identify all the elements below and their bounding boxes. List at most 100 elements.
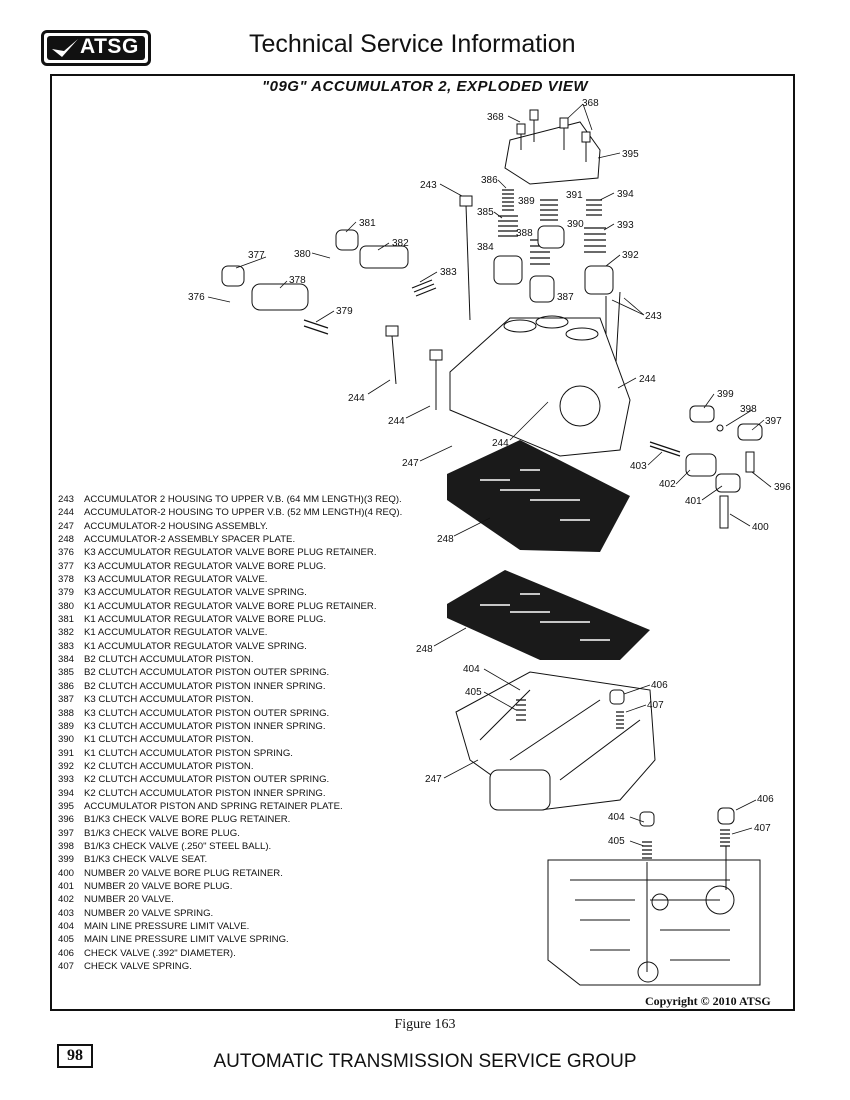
callout-390: 390 — [567, 219, 584, 230]
legend-item-text: K1 ACCUMULATOR REGULATOR VALVE. — [84, 627, 268, 639]
legend-item-number: 402 — [58, 894, 75, 906]
legend-item: 399 B1/K3 CHECK VALVE SEAT. — [58, 853, 402, 866]
legend-item-text: ACCUMULATOR-2 ASSEMBLY SPACER PLATE. — [84, 534, 296, 546]
callout-383: 383 — [440, 267, 457, 278]
legend-item-number: 380 — [58, 600, 75, 612]
callout-399: 399 — [717, 389, 734, 400]
legend-item-text: NUMBER 20 VALVE SPRING. — [84, 907, 214, 919]
callout-244: 244 — [639, 374, 656, 385]
legend-item-number: 392 — [58, 760, 75, 772]
callout-406: 406 — [651, 680, 668, 691]
legend-item-number: 397 — [58, 827, 75, 839]
leader-lines — [207, 103, 772, 847]
legend-item-text: MAIN LINE PRESSURE LIMIT VALVE SPRING. — [84, 934, 289, 946]
legend-item-number: 399 — [58, 854, 75, 866]
callout-377: 377 — [248, 250, 265, 261]
legend-item-number: 401 — [58, 880, 75, 892]
legend-item-number: 407 — [58, 961, 75, 973]
callout-396: 396 — [774, 482, 791, 493]
copyright: Copyright © 2010 ATSG — [645, 994, 771, 1008]
callout-376: 376 — [188, 292, 205, 303]
legend-item-text: K2 CLUTCH ACCUMULATOR PISTON INNER SPRIN… — [84, 787, 326, 799]
logo-check-icon — [52, 39, 78, 57]
legend-item-text: B1/K3 CHECK VALVE SEAT. — [84, 854, 208, 866]
legend-item-text: B2 CLUTCH ACCUMULATOR PISTON INNER SPRIN… — [84, 680, 326, 692]
legend-item-text: ACCUMULATOR-2 HOUSING ASSEMBLY. — [84, 520, 268, 532]
callout-387: 387 — [557, 292, 574, 303]
page-number: 98 — [57, 1044, 93, 1068]
callout-389: 389 — [518, 196, 535, 207]
legend-item-text: B1/K3 CHECK VALVE (.250" STEEL BALL). — [84, 840, 272, 852]
callout-243: 243 — [420, 180, 437, 191]
legend-item-text: ACCUMULATOR-2 HOUSING TO UPPER V.B. (52 … — [84, 507, 403, 519]
parts-legend: 243 ACCUMULATOR 2 HOUSING TO UPPER V.B. (… — [58, 493, 402, 973]
callout-381: 381 — [359, 218, 376, 229]
legend-item-number: 395 — [58, 800, 75, 812]
callout-385: 385 — [477, 207, 494, 218]
legend-item-number: 381 — [58, 614, 75, 626]
callout-393: 393 — [617, 220, 634, 231]
legend-item-number: 400 — [58, 867, 75, 879]
legend-item-text: K2 CLUTCH ACCUMULATOR PISTON OUTER SPRIN… — [84, 774, 330, 786]
legend-item-number: 393 — [58, 774, 75, 786]
page-title: Technical Service Information — [249, 30, 576, 58]
logo-text: ATSG — [80, 35, 139, 58]
piston-387 — [529, 275, 555, 303]
legend-item-number: 403 — [58, 907, 75, 919]
legend-item-text: CHECK VALVE (.392" DIAMETER). — [84, 947, 236, 959]
legend-item-number: 391 — [58, 747, 75, 759]
figure-caption: Figure 163 — [394, 1017, 456, 1032]
piston-384 — [493, 255, 523, 285]
figure-frame — [50, 74, 795, 1011]
callout-248: 248 — [416, 644, 433, 655]
callout-368: 368 — [582, 98, 599, 109]
callout-404: 404 — [608, 812, 625, 823]
legend-item-number: 398 — [58, 840, 75, 852]
legend-item-text: K3 ACCUMULATOR REGULATOR VALVE SPRING. — [84, 587, 307, 599]
callout-394: 394 — [617, 189, 634, 200]
legend-item-text: MAIN LINE PRESSURE LIMIT VALVE. — [84, 921, 250, 932]
callout-247: 247 — [425, 774, 442, 785]
legend-item-text: B1/K3 CHECK VALVE BORE PLUG RETAINER. — [84, 814, 291, 826]
legend-item: 398 B1/K3 CHECK VALVE (.250" STEEL BALL). — [58, 840, 402, 853]
callout-400: 400 — [752, 522, 769, 533]
legend-item-number: 387 — [58, 694, 75, 706]
legend-item-text: ACCUMULATOR 2 HOUSING TO UPPER V.B. (64 … — [84, 494, 402, 505]
legend-item-number: 243 — [58, 494, 75, 505]
callout-368: 368 — [487, 112, 504, 123]
legend-item-number: 377 — [58, 560, 75, 572]
retainer-plate — [504, 121, 601, 185]
legend-item: 380 K1 ACCUMULATOR REGULATOR VALVE BORE P… — [58, 600, 402, 613]
legend-item-text: K3 ACCUMULATOR REGULATOR VALVE BORE PLUG… — [84, 547, 377, 559]
legend-item-text: K1 ACCUMULATOR REGULATOR VALVE SPRING. — [84, 640, 307, 652]
logo-background — [47, 36, 145, 60]
callout-382: 382 — [392, 238, 409, 249]
legend-item-text: K1 ACCUMULATOR REGULATOR VALVE BORE PLUG… — [84, 600, 377, 612]
valve-377 — [221, 265, 245, 287]
callout-378: 378 — [289, 275, 306, 286]
callout-248: 248 — [437, 534, 454, 545]
callout-244: 244 — [388, 416, 405, 427]
figure-title: "09G" ACCUMULATOR 2, EXPLODED VIEW — [262, 78, 588, 95]
legend-item-number: 388 — [58, 707, 75, 719]
valve-378 — [251, 283, 309, 311]
callout-404: 404 — [463, 664, 480, 675]
callout-405: 405 — [465, 687, 482, 698]
